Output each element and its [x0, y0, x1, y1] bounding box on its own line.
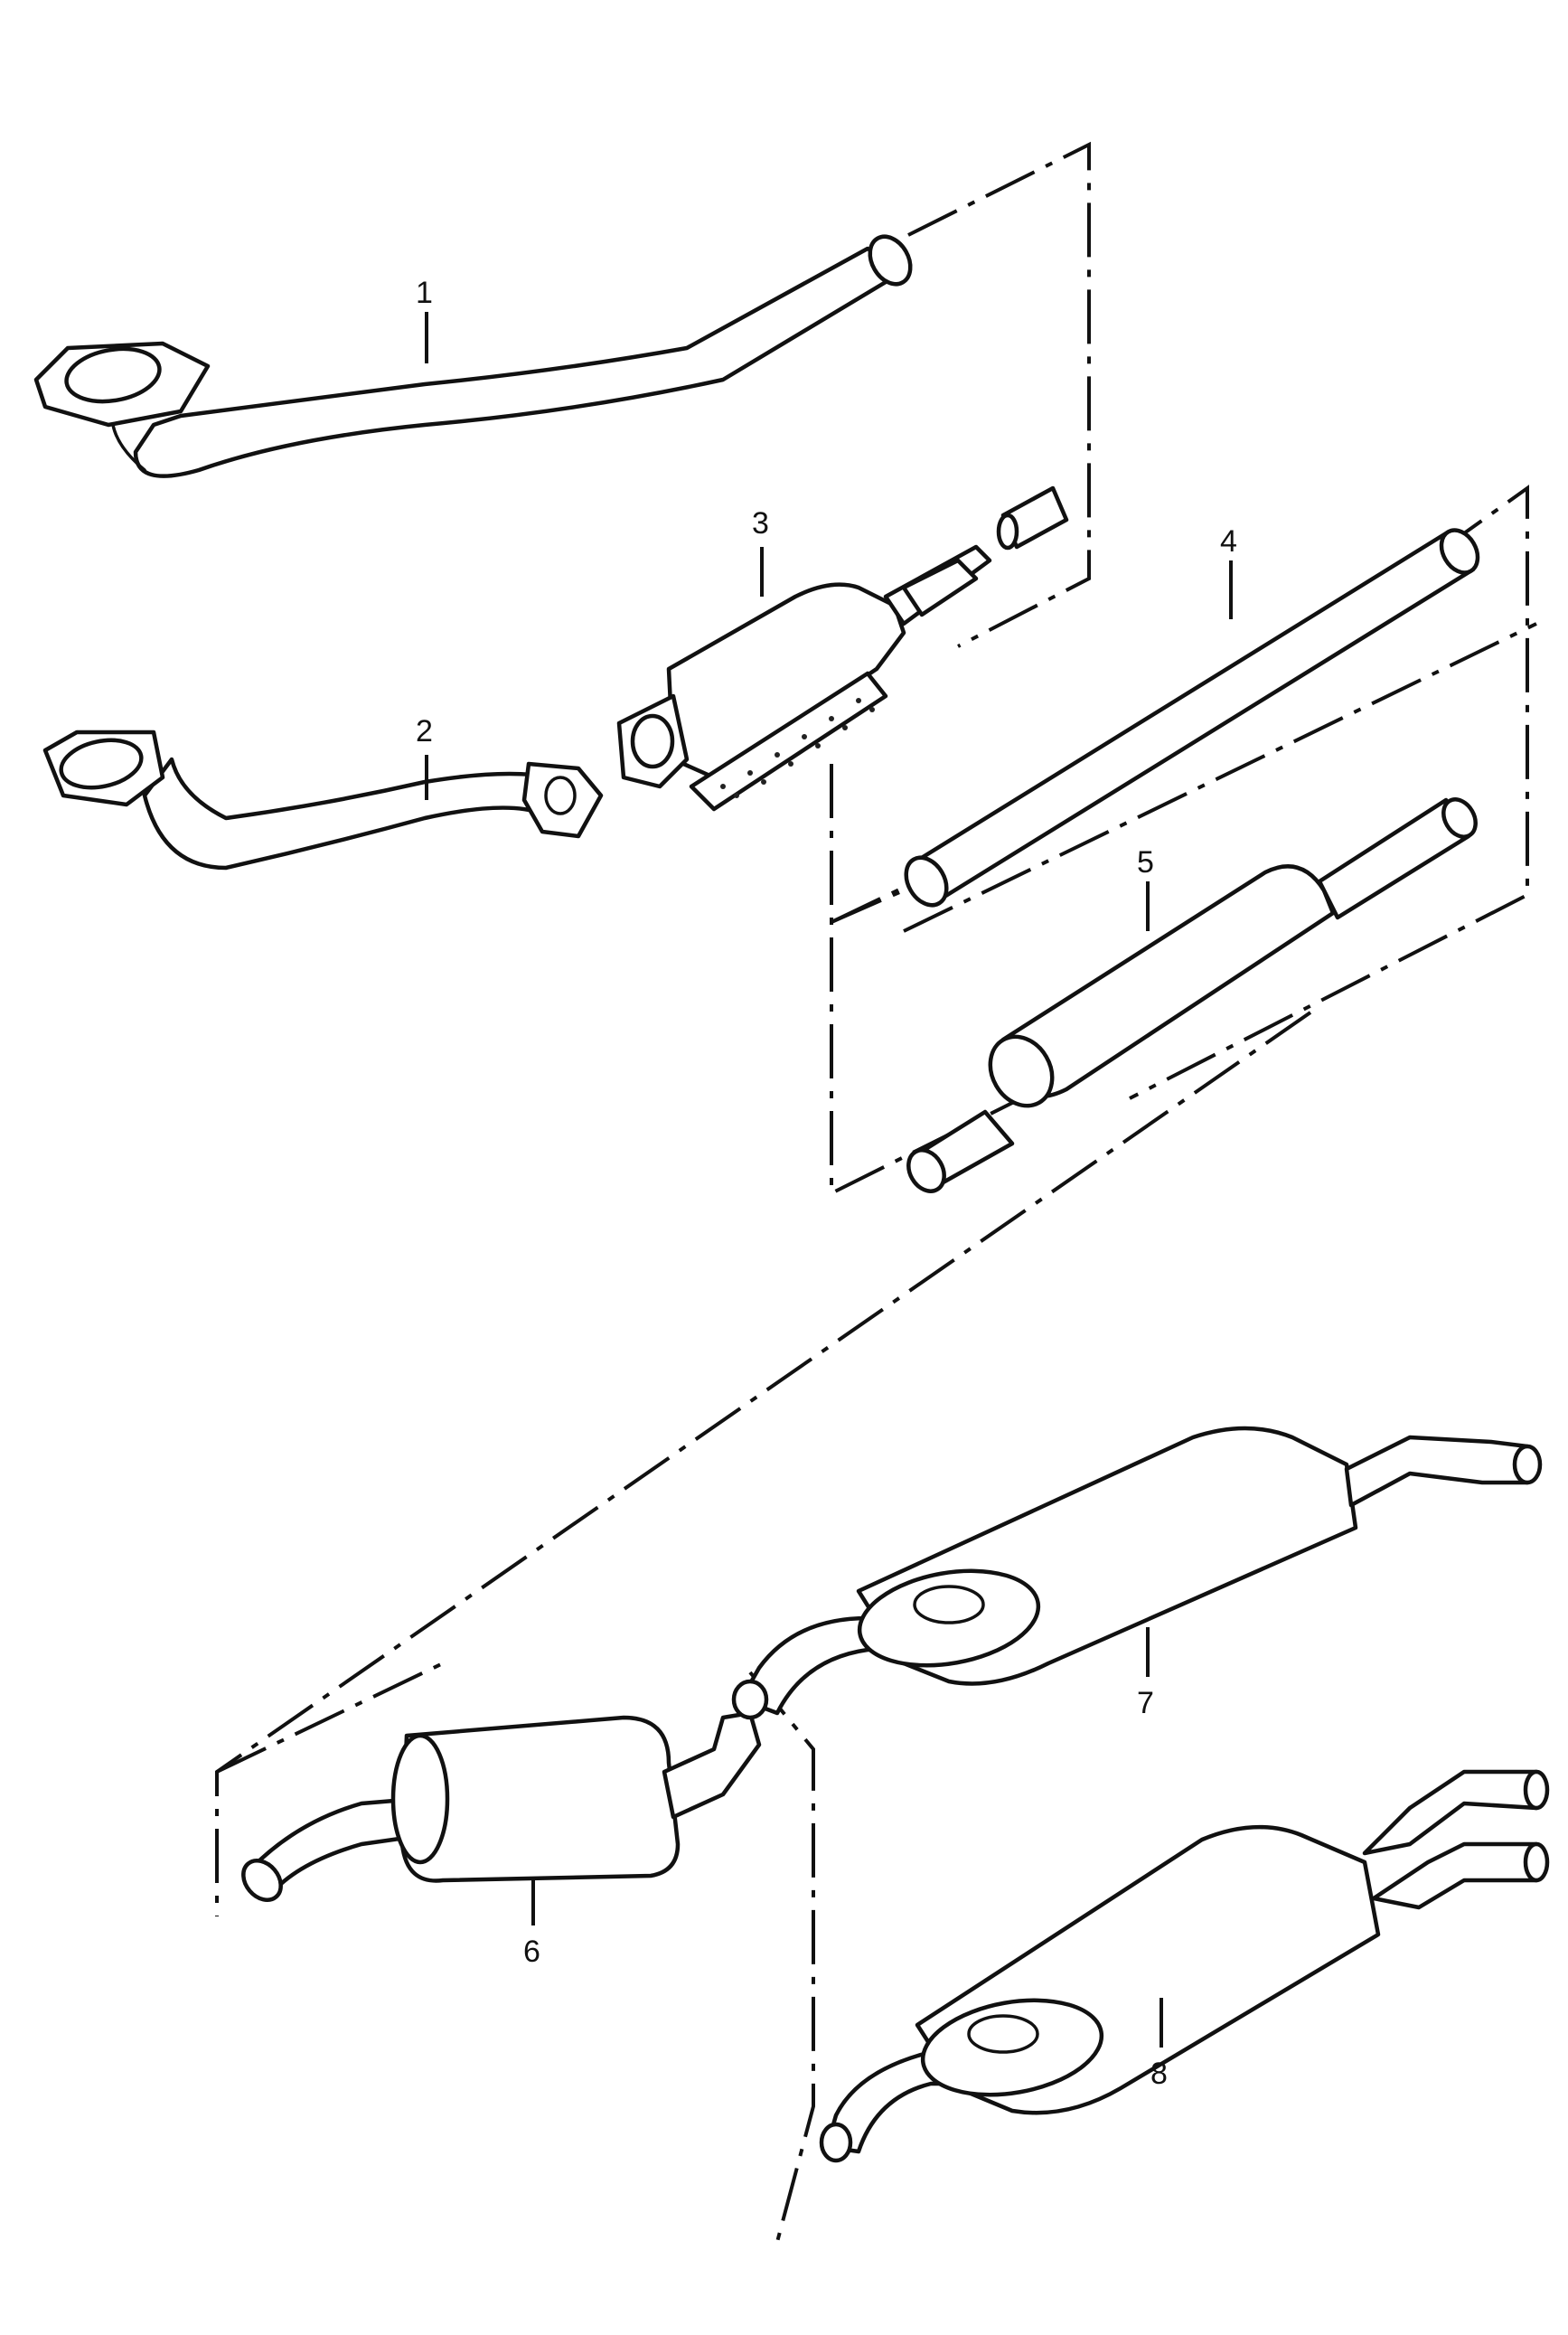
callout-labels: 1 2 3 4 5 6 7 8 — [416, 276, 1237, 2091]
part-2-front-pipe-alt[interactable] — [42, 730, 604, 871]
callout-5: 5 — [1137, 845, 1154, 880]
callout-4: 4 — [1220, 524, 1237, 559]
part-4-intermediate-pipe[interactable] — [898, 523, 1485, 912]
part-7-rear-silencer[interactable] — [731, 1426, 1543, 1720]
callout-6: 6 — [523, 1935, 540, 1969]
callout-8: 8 — [1150, 2057, 1168, 2091]
callout-leaders — [425, 312, 1233, 2048]
callout-2: 2 — [416, 714, 433, 749]
part-6-rear-silencer[interactable] — [236, 1710, 762, 1907]
callout-3: 3 — [752, 506, 769, 541]
group-boundary-lines — [215, 141, 1537, 2243]
part-3-catalytic-converter[interactable] — [616, 485, 1069, 812]
part-8-rear-silencer-twin[interactable] — [819, 1769, 1550, 2163]
callout-7: 7 — [1137, 1686, 1154, 1720]
callout-1: 1 — [416, 276, 433, 310]
part-1-front-pipe[interactable] — [33, 230, 918, 478]
part-5-front-silencer[interactable] — [901, 794, 1481, 1198]
heat-shield-texture — [720, 698, 875, 798]
